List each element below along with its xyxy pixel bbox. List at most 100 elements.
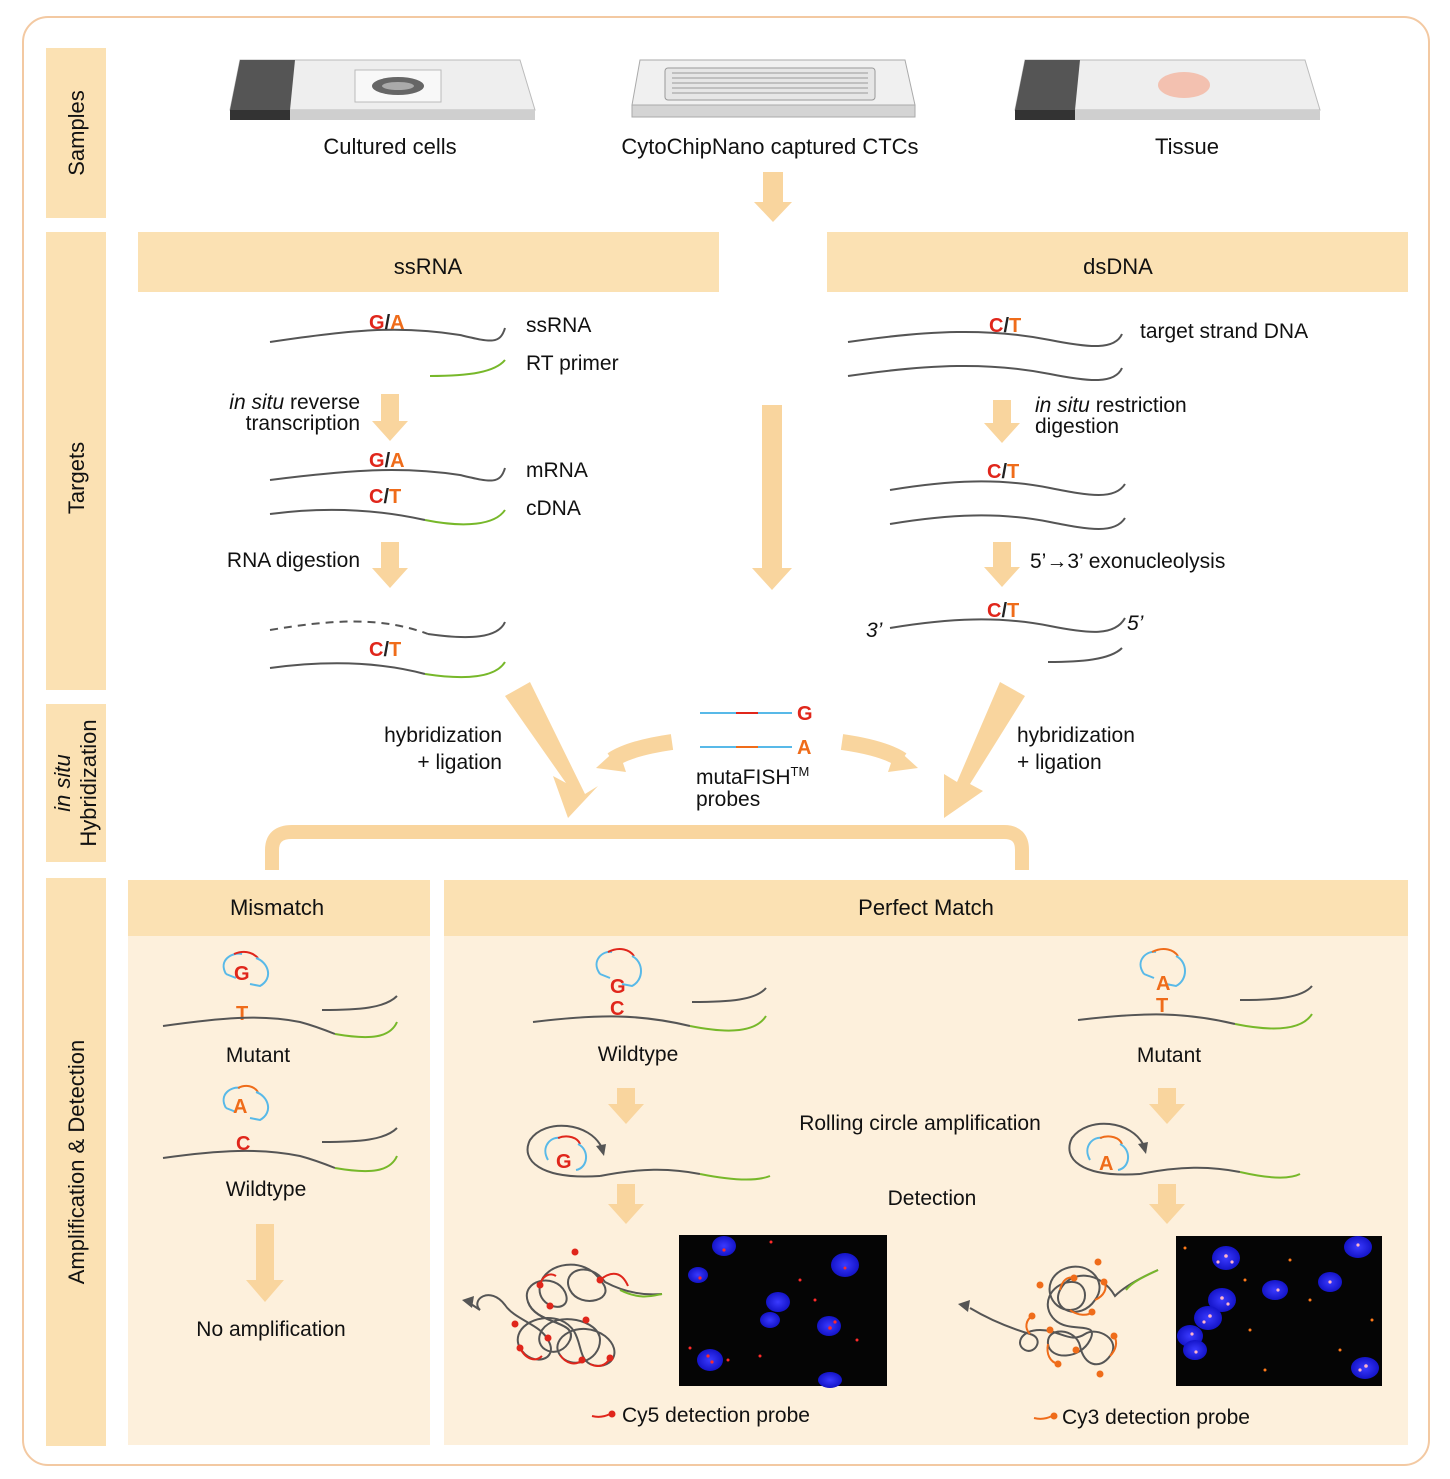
rca-mutant-probe	[1086, 1135, 1129, 1171]
pm-wildtype-label: Wildtype	[598, 1043, 679, 1066]
ssrna-ga: G/A	[369, 312, 405, 334]
mismatch-wildtype-probe	[222, 1084, 270, 1122]
ssrna-header-band	[138, 232, 719, 292]
hybridization-band	[46, 704, 106, 862]
sample-tissue: Tissue	[1155, 134, 1219, 159]
mismatch-wildtype-green	[334, 1155, 398, 1173]
hybridization-section-italic: in situ	[50, 754, 75, 811]
three-prime-label: 3’	[866, 619, 883, 642]
pm-wildtype-arrow-1	[608, 1088, 644, 1124]
rca-product-cy3	[958, 1258, 1159, 1378]
cdna-ct: C/T	[369, 486, 401, 508]
dsdna-header-band	[827, 232, 1408, 292]
pm-mutant-partner	[1239, 985, 1313, 1001]
ssrna-strand	[269, 327, 506, 343]
cdna-green	[424, 509, 506, 526]
cy3-microscopy-image	[1176, 1236, 1382, 1386]
pm-wildtype-c: C	[610, 998, 624, 1020]
pm-wildtype-probe	[595, 948, 642, 988]
tissue-slide	[1014, 59, 1321, 120]
rca-wildtype-probe	[544, 1135, 587, 1171]
mismatch-mutant-g: G	[234, 963, 250, 985]
mismatch-wildtype-a: A	[233, 1096, 247, 1118]
sample-cytochip: CytoChipNano captured CTCs	[621, 134, 918, 159]
pm-wildtype-g: G	[610, 976, 626, 998]
dsdna-arrow-2	[984, 542, 1020, 587]
pm-mutant-arrow-1	[1149, 1088, 1185, 1124]
mismatch-mutant-probe	[222, 950, 270, 988]
digested-bottom-strand	[889, 514, 1126, 530]
exo-strand	[889, 617, 1126, 633]
perfect-match-header-band	[444, 880, 1408, 936]
pm-mutant-label: Mutant	[1137, 1044, 1201, 1067]
ssrna-diag-arrow	[505, 682, 598, 818]
mrna-ga: G/A	[369, 450, 405, 472]
ssrna-header: ssRNA	[394, 254, 463, 279]
pm-mutant-green	[1234, 1013, 1313, 1030]
rca-product-cy5	[462, 1248, 663, 1367]
mismatch-mutant-green	[334, 1021, 398, 1039]
mismatch-header-band	[128, 880, 430, 936]
rca-wildtype-strand	[599, 1168, 701, 1177]
hyb-left-line1: hybridization	[384, 724, 502, 747]
mismatch-wildtype-strand	[162, 1149, 336, 1169]
perfect-match-header: Perfect Match	[858, 895, 994, 920]
pm-wildtype-partner	[691, 987, 767, 1003]
rca-label: Rolling circle amplification	[799, 1112, 1041, 1135]
rca-mutant-a: A	[1099, 1153, 1113, 1175]
cdna-label: cDNA	[526, 497, 581, 520]
cultured-cells-slide	[229, 59, 536, 120]
amplification-band	[46, 878, 106, 1446]
rt-primer-strand	[429, 359, 506, 377]
ssrna-step1: in situ reverse	[229, 391, 360, 414]
rca-mutant-loop	[1068, 1122, 1145, 1176]
mismatch-wildtype-partner	[321, 1127, 398, 1143]
digested-top-strand	[889, 480, 1126, 496]
dsdna-step1-line2: digestion	[1035, 415, 1119, 438]
mrna-label: mRNA	[526, 459, 588, 482]
mismatch-header: Mismatch	[230, 895, 324, 920]
probe-a-letter: A	[797, 737, 811, 759]
cdna-strand	[269, 508, 426, 521]
cy5-legend-icon	[591, 1410, 616, 1418]
cdna-final-green	[424, 661, 506, 679]
detection-label: Detection	[888, 1187, 977, 1210]
targets-section-label: Targets	[64, 442, 89, 514]
ssrna-label: ssRNA	[526, 314, 591, 337]
mrna-strand	[269, 467, 506, 482]
hybridization-section-label: Hybridization	[76, 719, 101, 846]
mismatch-panel	[128, 880, 430, 1445]
ssrna-arrow-1	[372, 394, 408, 441]
no-amplification-label: No amplification	[196, 1318, 345, 1341]
pm-wildtype-arrow-2	[608, 1184, 644, 1224]
rca-mutant-loop-head	[1138, 1142, 1148, 1154]
digested-ct: C/T	[987, 461, 1019, 483]
mismatch-wildtype-c: C	[236, 1133, 250, 1155]
hyb-left-line2: + ligation	[417, 751, 502, 774]
cdna-final-ct: C/T	[369, 639, 401, 661]
probes-label-line2: probes	[696, 788, 760, 811]
samples-down-arrow	[754, 172, 792, 222]
hyb-right-line2: + ligation	[1017, 751, 1102, 774]
ssrna-step2: RNA digestion	[227, 549, 360, 572]
probes-label-line1: mutaFISHTM	[696, 764, 809, 789]
mismatch-mutant-t: T	[236, 1003, 248, 1025]
probe-right-arrow-head	[888, 748, 918, 772]
rca-wildtype-green	[699, 1173, 771, 1181]
pm-mutant-a: A	[1156, 973, 1170, 995]
cytochip-slide	[631, 59, 916, 118]
mismatch-mutant-label: Mutant	[226, 1044, 290, 1067]
pm-mutant-t: T	[1156, 995, 1168, 1017]
pm-wildtype-strand	[532, 1015, 691, 1027]
cy5-legend-label: Cy5 detection probe	[622, 1404, 810, 1427]
samples-band	[46, 48, 106, 218]
probe-g-letter: G	[797, 703, 813, 725]
five-prime-label: 5’	[1127, 612, 1144, 635]
cdna-final	[269, 662, 426, 675]
exo-ct: C/T	[987, 600, 1019, 622]
rca-wildtype-loop	[526, 1124, 603, 1178]
mismatch-mutant-strand	[162, 1016, 336, 1035]
targets-band	[46, 232, 106, 690]
dsdna-step2: 5’→3’ exonucleolysis	[1030, 550, 1225, 573]
rca-wildtype-loop-head	[596, 1144, 606, 1156]
